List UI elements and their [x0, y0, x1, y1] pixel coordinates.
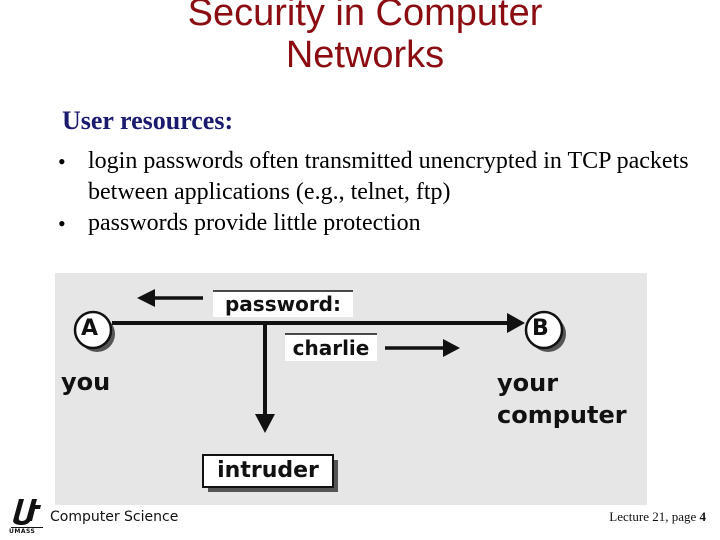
you-label: you — [61, 368, 111, 396]
password-arrow-left-icon — [137, 289, 155, 307]
bullet-text: passwords provide little protection — [88, 210, 421, 236]
your-label: your — [497, 369, 559, 397]
node-b-circle — [524, 310, 564, 350]
node-b-label: B — [532, 316, 549, 341]
umass-logo — [11, 499, 43, 528]
bullet-dot-icon: • — [58, 149, 66, 174]
footer-page-number: 4 — [699, 509, 707, 524]
arrow-to-b-icon — [507, 313, 525, 333]
bullet-dot-icon: • — [58, 211, 66, 236]
footer-department: Computer Science — [50, 509, 179, 525]
network-diagram: A B you your computer password: charlie … — [55, 273, 647, 505]
footer-page-info: Lecture 21, page 4 — [609, 509, 706, 525]
umass-logo-text: UMASS — [9, 528, 36, 535]
charlie-arrow-right-icon — [443, 339, 460, 357]
node-a-label: A — [81, 316, 99, 341]
slide-title: Security in Computer Networks — [0, 0, 720, 76]
node-a-circle — [73, 310, 113, 350]
bullet-list: • login passwords often transmitted unen… — [58, 146, 698, 239]
bullet-item: • login passwords often transmitted unen… — [58, 146, 698, 208]
title-line-1: Security in Computer — [187, 0, 543, 34]
title-line-2: Networks — [285, 34, 445, 76]
section-heading: User resources: — [62, 106, 234, 135]
diagram-graphics — [73, 289, 566, 492]
intruder-box — [202, 454, 334, 488]
charlie-box — [285, 334, 377, 361]
charlie-text: charlie — [292, 336, 370, 360]
bullet-text: login passwords often transmitted unencr… — [88, 148, 689, 205]
bullet-item: • passwords provide little protection — [58, 208, 698, 239]
computer-label: computer — [497, 401, 627, 429]
footer-lecture: Lecture 21, page — [609, 509, 697, 524]
arrow-to-intruder-icon — [255, 414, 275, 433]
password-text: password: — [224, 292, 341, 316]
password-box — [213, 291, 353, 317]
intruder-text: intruder — [217, 458, 319, 483]
